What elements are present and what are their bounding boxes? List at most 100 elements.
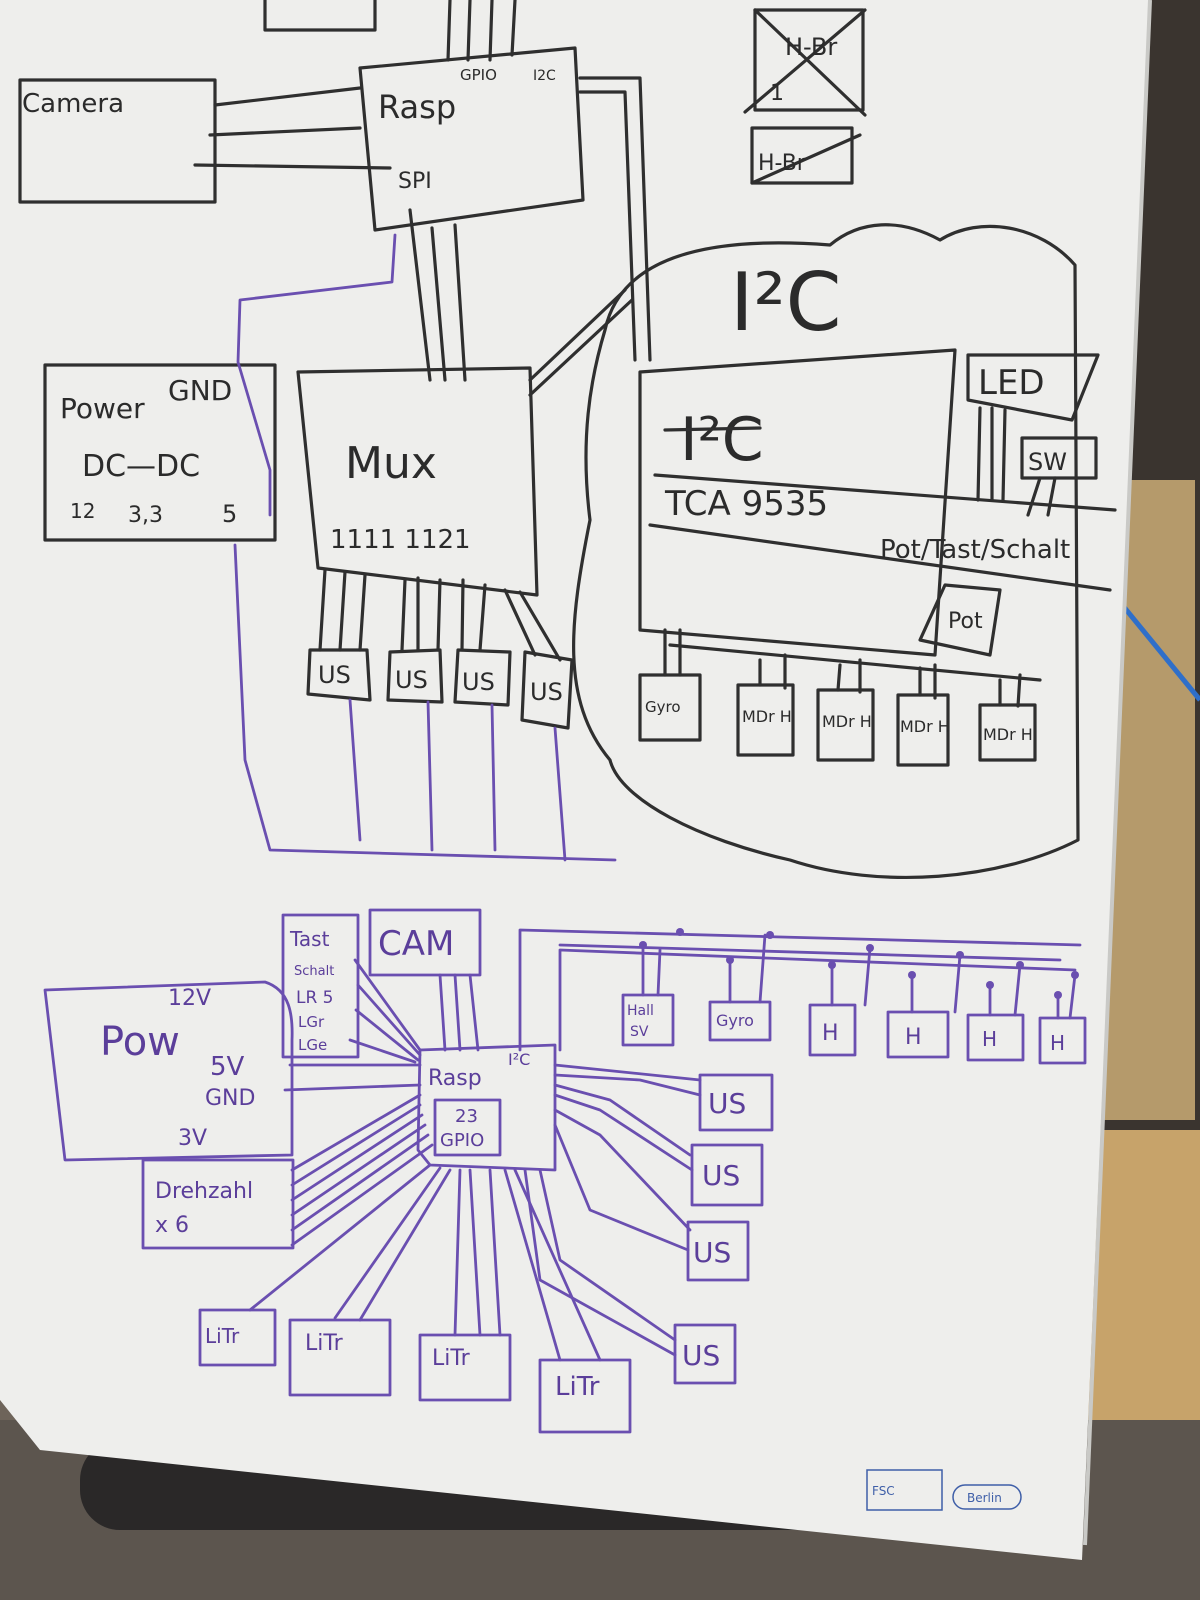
spi-label: SPI bbox=[398, 169, 432, 194]
rasp-label: Rasp bbox=[378, 88, 456, 126]
pow-12v-label: 12V bbox=[168, 986, 211, 1011]
us-signal-wires bbox=[523, 1063, 702, 1357]
h-bridge-label: H bbox=[982, 1027, 997, 1051]
tca-i2c-strike bbox=[663, 426, 762, 432]
cam-box bbox=[368, 908, 482, 977]
litr-box bbox=[418, 1333, 512, 1402]
i2c-cloud-label: I²C bbox=[730, 256, 842, 349]
hall-label: Hall bbox=[627, 1003, 654, 1019]
mux-us-wires bbox=[318, 568, 562, 662]
lower-rasp-label: Rasp bbox=[428, 1066, 482, 1091]
mux-label: Mux bbox=[345, 438, 437, 489]
gpio-label: GPIO bbox=[440, 1130, 484, 1151]
rasp-to-tca-i2c bbox=[578, 76, 652, 362]
h-bridge-box bbox=[1038, 1016, 1087, 1065]
gpio-port-label: GPIO bbox=[460, 66, 497, 84]
mux-box bbox=[296, 366, 539, 597]
upper-gyro-label: Gyro bbox=[645, 698, 681, 716]
tca-box bbox=[638, 348, 957, 657]
gpio-box bbox=[433, 1098, 502, 1157]
h-bridge-label: H bbox=[1050, 1031, 1065, 1055]
poti-box bbox=[918, 583, 1002, 657]
upper-gyro-box bbox=[638, 673, 702, 742]
upper-diagram: Camera Rasp GPIO I2C SPI H-Br 1 H-Br I²C… bbox=[18, 0, 1117, 880]
mux-i2c-wires bbox=[528, 288, 634, 397]
top-wires bbox=[446, 0, 517, 62]
tca-indicator-wires bbox=[976, 406, 1057, 517]
upper-us-box bbox=[520, 650, 574, 730]
mdr-box bbox=[736, 683, 795, 757]
lower-us-box bbox=[698, 1073, 774, 1132]
bus-junction-dots bbox=[639, 928, 1079, 999]
h-bridge-label: H bbox=[905, 1025, 922, 1050]
tast-line: LR 5 bbox=[296, 988, 334, 1008]
lower-us-label: US bbox=[682, 1339, 720, 1372]
mdr-box bbox=[896, 693, 950, 767]
power-dcdc-box bbox=[43, 363, 277, 542]
mux-numbers: 1111 1121 bbox=[330, 525, 471, 555]
upper-us-label: US bbox=[530, 678, 563, 706]
tca-label: TCA 9535 bbox=[664, 484, 828, 524]
upper-us-label: US bbox=[395, 666, 428, 694]
tast-wires bbox=[348, 958, 422, 1064]
mdr-label: MDr H bbox=[983, 725, 1033, 744]
rasp-power-wire bbox=[236, 233, 397, 517]
hbr-second-label: H-Br bbox=[758, 151, 807, 176]
mdr-label: MDr H bbox=[742, 707, 792, 726]
pow-rasp-wires bbox=[283, 1063, 422, 1092]
brand-logo bbox=[952, 1484, 1022, 1510]
upper-us-group: US US US US bbox=[306, 568, 574, 862]
mdr-box bbox=[978, 703, 1037, 762]
lower-i2c-label: I²C bbox=[508, 1050, 530, 1069]
litr-label: LiTr bbox=[432, 1346, 471, 1371]
rasp-box bbox=[358, 46, 585, 232]
cam-wires bbox=[438, 973, 480, 1052]
power-title: Power bbox=[60, 392, 145, 425]
tca-dividers bbox=[648, 473, 1117, 592]
tast-line: Schalt bbox=[294, 964, 334, 979]
upper-us-label: US bbox=[462, 668, 495, 696]
upper-us-label: US bbox=[318, 661, 351, 689]
lower-diagram: Tast Schalt LR 5 LGr LGe CAM Pow 12V 5V … bbox=[43, 908, 1087, 1434]
drehzahl-wires bbox=[290, 1093, 434, 1247]
upper-us-box bbox=[306, 648, 372, 702]
pow-box bbox=[43, 980, 294, 1162]
mdr-label: MDr H bbox=[822, 712, 872, 731]
litr-label: LiTr bbox=[205, 1324, 240, 1348]
flipchart-paper bbox=[0, 0, 1150, 1560]
lower-rasp-box bbox=[416, 1043, 557, 1172]
power-bus-wire bbox=[233, 543, 617, 862]
litr-label: LiTr bbox=[305, 1331, 344, 1356]
mdr-box bbox=[816, 688, 875, 762]
lower-us-label: US bbox=[708, 1087, 746, 1120]
paper-edge bbox=[1083, 0, 1152, 1546]
h-bridge-box bbox=[966, 1013, 1025, 1062]
hbr-top-cross bbox=[743, 8, 867, 117]
hall-sub-label: SV bbox=[630, 1024, 649, 1040]
pow-gnd-label: GND bbox=[205, 1086, 255, 1111]
upper-us-box bbox=[453, 648, 512, 707]
drehzahl-count: x 6 bbox=[155, 1213, 189, 1238]
tast-line: Tast bbox=[289, 927, 330, 951]
led-box bbox=[966, 353, 1100, 422]
poti-label: Pot bbox=[948, 609, 983, 634]
hbr-box-top bbox=[753, 8, 865, 112]
i2c-cloud-outline bbox=[572, 223, 1080, 880]
sw-label: SW bbox=[1028, 448, 1067, 476]
pow-3v-label: 3V bbox=[178, 1126, 207, 1151]
sw-box bbox=[1020, 436, 1098, 480]
power-dcdc-label: DC—DC bbox=[82, 449, 200, 484]
power-33-label: 3,3 bbox=[128, 503, 163, 528]
tca-inputs-label: Pot/Tast/Schalt bbox=[880, 535, 1070, 565]
spi-wires bbox=[408, 208, 467, 382]
litr-box bbox=[198, 1308, 277, 1367]
lower-gyro-label: Gyro bbox=[716, 1011, 754, 1030]
drehzahl-label: Drehzahl bbox=[155, 1179, 253, 1204]
litr-box bbox=[538, 1358, 632, 1434]
tast-line: LGr bbox=[298, 1013, 325, 1031]
lower-us-label: US bbox=[702, 1159, 740, 1192]
lower-us-box bbox=[690, 1143, 764, 1207]
camera-box bbox=[18, 78, 217, 204]
i2c-port-label: I2C bbox=[533, 68, 556, 84]
